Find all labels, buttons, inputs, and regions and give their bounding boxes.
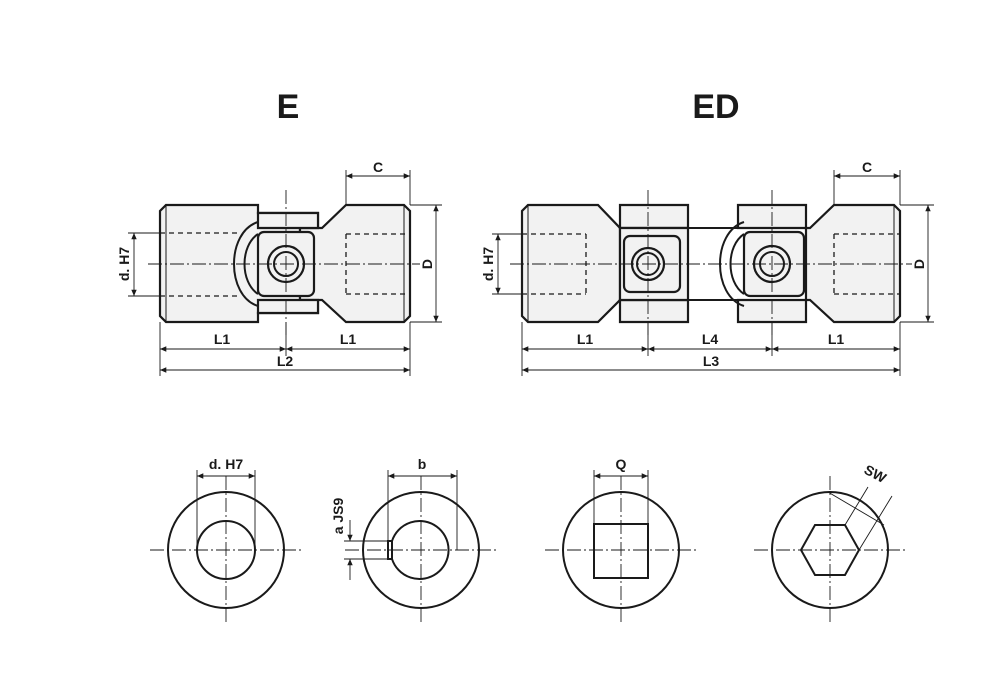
title-e: E	[277, 88, 300, 126]
label-l1-e-right: L1	[340, 331, 357, 347]
label-d-ed: D	[911, 259, 927, 269]
label-sw: SW	[862, 461, 890, 486]
joint-ed-side-view	[510, 190, 912, 335]
label-l2: L2	[277, 353, 294, 369]
label-dh7-e: d. H7	[116, 247, 132, 281]
label-l1-e-left: L1	[214, 331, 231, 347]
joint-e-side-view	[148, 190, 420, 335]
title-ed: ED	[692, 88, 739, 126]
label-l4: L4	[702, 331, 719, 347]
label-dh7-end: d. H7	[209, 456, 243, 472]
end-view-round-bore	[150, 470, 302, 624]
label-a-js9: a JS9	[330, 497, 346, 534]
label-q: Q	[616, 456, 627, 472]
joint-e-dimensions	[128, 170, 442, 376]
label-dh7-ed: d. H7	[480, 247, 496, 281]
end-view-hex-bore	[754, 476, 906, 624]
end-view-square-bore	[545, 470, 697, 624]
end-view-keyway-bore	[344, 470, 497, 624]
label-c-e: C	[373, 159, 383, 175]
label-b: b	[418, 456, 427, 472]
label-l3: L3	[703, 353, 720, 369]
label-d-e: D	[419, 259, 435, 269]
label-c-ed: C	[862, 159, 872, 175]
label-l1-ed-left: L1	[577, 331, 594, 347]
label-l1-ed-right: L1	[828, 331, 845, 347]
joint-ed-dimensions	[492, 170, 934, 376]
